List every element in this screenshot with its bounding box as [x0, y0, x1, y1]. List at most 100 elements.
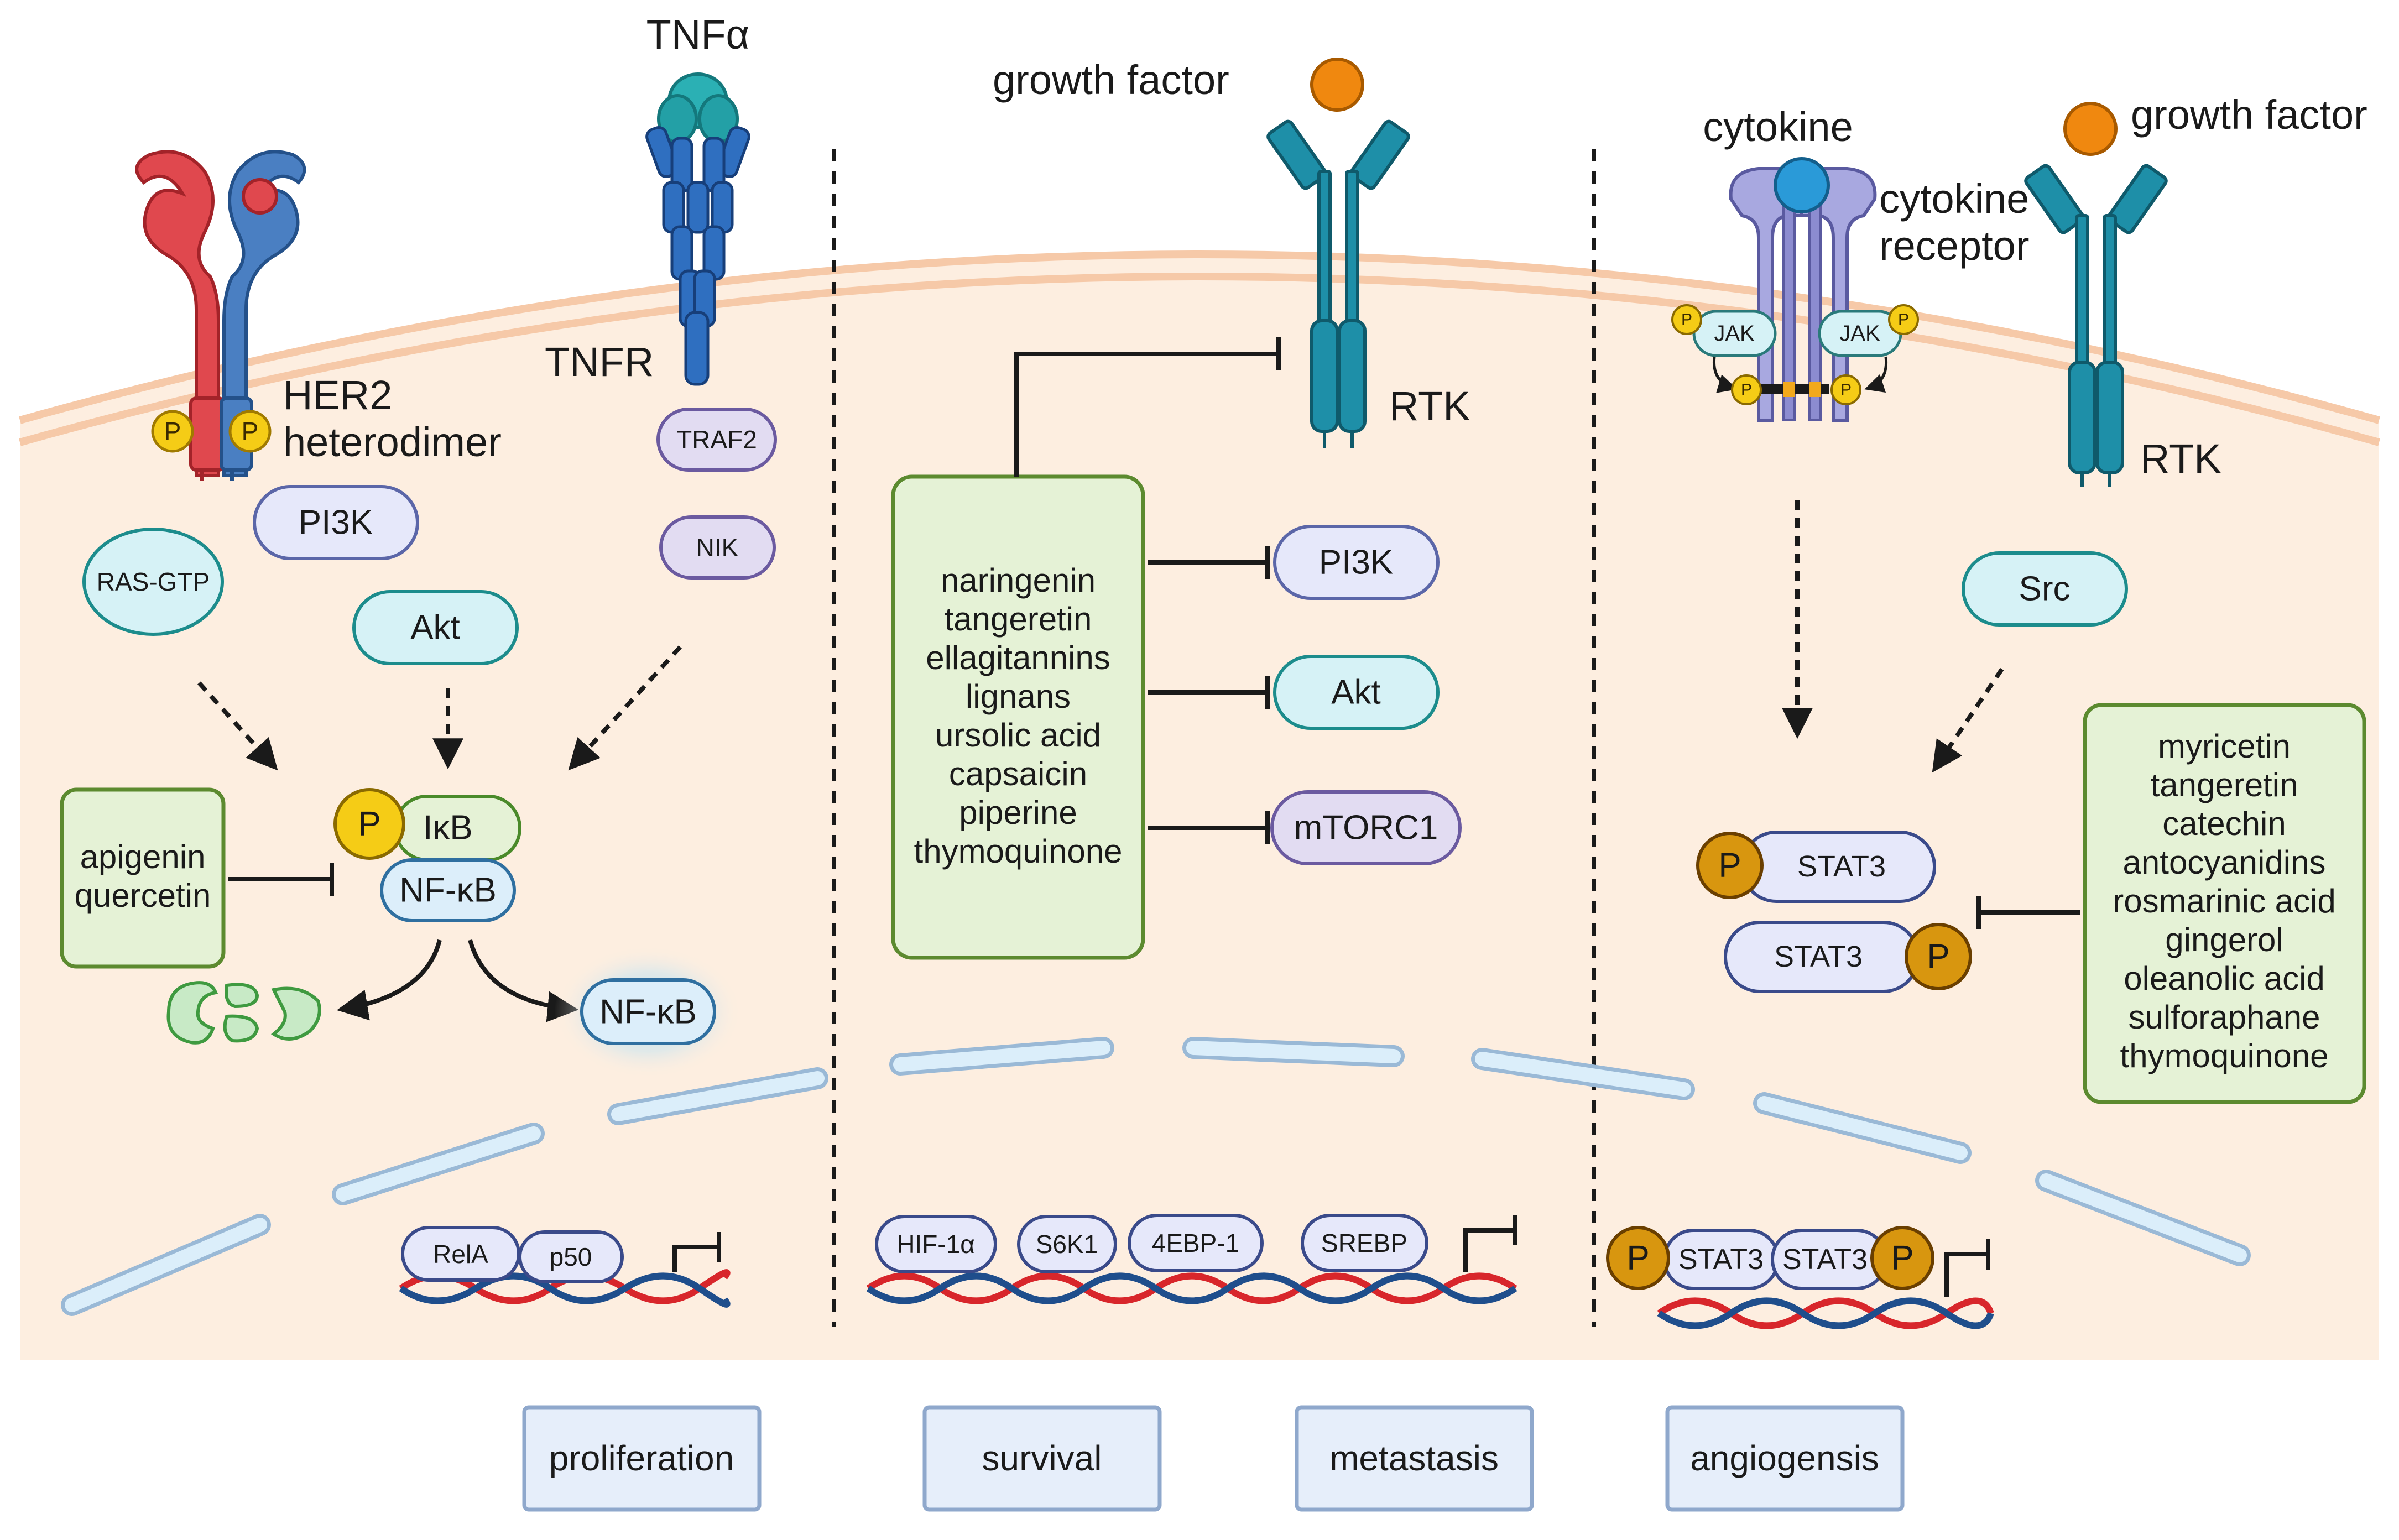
jak-left-phosphorylation-arrow [1712, 356, 1738, 393]
svg-text:Src: Src [2019, 570, 2071, 608]
rtk-right-receptor-icon [2024, 164, 2168, 487]
svg-text:metastasis: metastasis [1329, 1438, 1499, 1478]
svg-text:PI3K: PI3K [299, 504, 373, 542]
ikb-pill: IκB [394, 795, 521, 862]
svg-text:P: P [1718, 847, 1741, 885]
svg-text:proliferation: proliferation [549, 1438, 734, 1478]
center-promoter-icon [1463, 1215, 1517, 1272]
rela-pill: RelA [401, 1226, 520, 1282]
cell-membrane-inner [19, 273, 2380, 446]
outcome-proliferation-box: proliferation [522, 1405, 762, 1512]
svg-text:mTORC1: mTORC1 [1294, 809, 1438, 847]
stat3-dimer-right-pill: STAT3 [1771, 1229, 1887, 1290]
ras-gtp-ellipse: RAS-GTP [82, 528, 224, 636]
her2-phospho-right-badge: P [228, 410, 272, 453]
right-inhibitor-box: myricetin tangeretin catechin antocyanid… [2083, 703, 2366, 1104]
stat3-lower-pill: STAT3 [1724, 921, 1920, 993]
center-inhibition-lines [1014, 337, 1281, 844]
outcome-angiogenesis-box: angiogensis [1665, 1405, 1905, 1512]
right-dna-helix-icon [1657, 1297, 1994, 1329]
svg-text:apigenin: apigenin [80, 838, 206, 875]
outcome-metastasis-box: metastasis [1295, 1405, 1534, 1512]
svg-text:myricetin: myricetin [2158, 728, 2291, 765]
jak-right-pill: JAK [1818, 310, 1902, 357]
stat3-dimer-left-phospho-badge: P [1606, 1226, 1670, 1290]
svg-text:angiogensis: angiogensis [1690, 1438, 1879, 1478]
center-inhibitor-box: naringenin tangeretin ellagitannins lign… [891, 474, 1145, 960]
svg-text:tangeretin: tangeretin [2151, 766, 2298, 803]
jak-left-phospho-badge: P [1671, 304, 1702, 335]
svg-text:JAK: JAK [1839, 321, 1880, 346]
rtk-center-label: RTK [1389, 383, 1470, 429]
mtorc1-pill: mTORC1 [1270, 790, 1462, 865]
svg-text:oleanolic acid: oleanolic acid [2124, 960, 2325, 997]
her2-label-line1: HER2 [283, 372, 392, 418]
stat3-dimer-right-phospho-badge: P [1870, 1226, 1934, 1290]
cytokine-receptor-label-line2: receptor [1879, 223, 2029, 269]
ikb-degradation-fragments-icon [166, 981, 321, 1045]
svg-text:STAT3: STAT3 [1797, 850, 1886, 883]
svg-text:NF-κB: NF-κB [599, 993, 697, 1031]
s6k1-pill: S6K1 [1017, 1215, 1117, 1273]
svg-text:P: P [164, 417, 181, 446]
svg-text:NF-κB: NF-κB [399, 871, 497, 910]
tnfr-receptor-icon [645, 126, 750, 386]
svg-text:naringenin: naringenin [941, 562, 1096, 599]
svg-text:RAS-GTP: RAS-GTP [97, 567, 210, 596]
svg-text:p50: p50 [550, 1243, 592, 1271]
nik-to-ikb-arrow [568, 645, 682, 771]
svg-text:P: P [1927, 938, 1949, 976]
nuclear-envelope [61, 1037, 2251, 1316]
svg-text:NIK: NIK [696, 533, 739, 562]
receptor-phospho-left-badge: P [1731, 374, 1762, 405]
svg-text:capsaicin: capsaicin [949, 755, 1087, 792]
pi3k-left-pill: PI3K [253, 485, 419, 560]
src-to-stat3-arrow [1932, 667, 2004, 773]
tnfr-label: TNFR [545, 339, 654, 385]
svg-text:P: P [1626, 1239, 1649, 1277]
nfkb-cytoplasm-pill: NF-κB [380, 858, 516, 922]
svg-text:ursolic acid: ursolic acid [935, 717, 1101, 754]
svg-text:quercetin: quercetin [75, 877, 211, 914]
growth-factor-right-label: growth factor [2131, 92, 2367, 138]
svg-text:P: P [1681, 311, 1692, 329]
svg-text:P: P [242, 417, 259, 446]
her2-heterodimer-icon [135, 150, 306, 481]
growth-factor-right-icon [2063, 102, 2118, 156]
stat3-dimer-left-pill: STAT3 [1663, 1229, 1780, 1290]
svg-text:gingerol: gingerol [2165, 921, 2283, 958]
svg-text:P: P [1741, 381, 1752, 399]
traf2-pill: TRAF2 [656, 408, 777, 472]
cytokine-label: cytokine [1703, 104, 1853, 150]
ikb-phospho-badge: P [333, 788, 405, 860]
left-inhibitor-box: apigenin quercetin [60, 787, 226, 969]
svg-text:TRAF2: TRAF2 [676, 425, 757, 454]
svg-text:sulforaphane: sulforaphane [2129, 999, 2320, 1036]
outcome-survival-box: survival [922, 1405, 1162, 1512]
left-inhibition-line [228, 863, 334, 896]
receptor-phospho-right-badge: P [1830, 374, 1861, 405]
svg-text:JAK: JAK [1714, 321, 1755, 346]
right-promoter-icon [1944, 1239, 1990, 1297]
svg-text:IκB: IκB [423, 809, 473, 847]
jak-right-phosphorylation-arrow [1864, 356, 1888, 393]
svg-text:rosmarinic acid: rosmarinic acid [2113, 883, 2335, 920]
svg-text:P: P [358, 805, 380, 843]
4ebp1-pill: 4EBP-1 [1128, 1214, 1264, 1272]
svg-text:antocyanidins: antocyanidins [2123, 844, 2326, 881]
svg-text:Akt: Akt [410, 609, 460, 647]
svg-text:PI3K: PI3K [1319, 544, 1393, 582]
svg-text:lignans: lignans [966, 678, 1071, 715]
growth-factor-center-icon [1310, 58, 1364, 112]
svg-text:piperine: piperine [959, 794, 1077, 831]
nfkb-nuclear-pill: NF-κB [580, 978, 716, 1045]
stat3-upper-pill: STAT3 [1740, 831, 1936, 903]
svg-text:P: P [1891, 1239, 1913, 1277]
srebp-pill: SREBP [1301, 1214, 1428, 1272]
cytokine-ligand-icon [1774, 157, 1830, 213]
svg-text:ellagitannins: ellagitannins [926, 639, 1110, 676]
rtk-right-label: RTK [2140, 436, 2221, 482]
svg-text:catechin: catechin [2162, 805, 2286, 842]
left-promoter-icon [672, 1232, 721, 1272]
